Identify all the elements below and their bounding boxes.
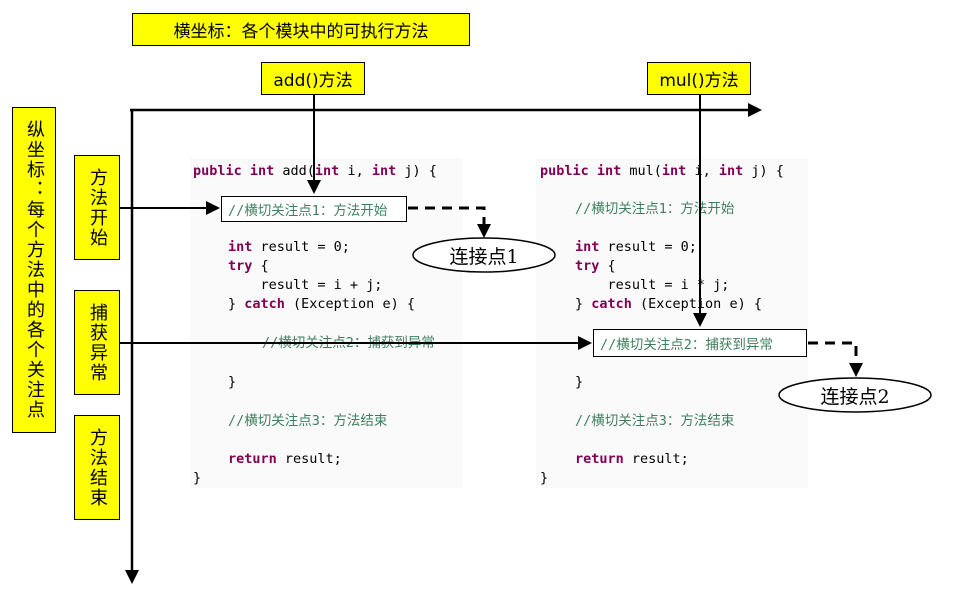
joinpoint1-arrowhead	[477, 224, 491, 238]
add-vertical-arrowhead	[307, 180, 321, 194]
joinpoint1-dashed-connector	[408, 206, 486, 226]
method-start-arrowhead	[206, 201, 220, 215]
joinpoint2-arrowhead	[849, 363, 863, 377]
x-axis-arrowhead	[748, 103, 762, 117]
y-axis-label: 纵坐标：每个方法中的各个关注点	[12, 107, 56, 433]
mul-int-line: int result = 0;	[575, 239, 697, 255]
mul-try-line: try {	[575, 258, 616, 274]
add-crosscut-1-box: //横切关注点1：方法开始	[221, 196, 407, 222]
add-assign-line: result = i + j;	[228, 277, 383, 293]
mul-vertical-arrowhead	[693, 313, 707, 327]
mul-return-line: return result;	[575, 451, 689, 467]
mul-crosscut-2-box: //横切关注点2：捕获到异常	[593, 329, 807, 357]
add-int-line: int result = 0;	[228, 239, 350, 255]
method-end-label: 方法结束	[74, 415, 120, 520]
mul-method-label: mul()方法	[647, 62, 751, 95]
add-crosscut-3-comment: //横切关注点3：方法结束	[228, 413, 388, 429]
joinpoint1-label: 连接点1	[449, 245, 519, 268]
add-return-line: return result;	[228, 451, 342, 467]
mul-code-panel	[536, 158, 808, 488]
joinpoint1-ellipse	[412, 237, 556, 273]
y-axis-arrowhead	[125, 570, 139, 584]
mul-crosscut-3-comment: //横切关注点3：方法结束	[575, 413, 735, 429]
add-method-label: add()方法	[261, 62, 365, 95]
joinpoint2-ellipse	[778, 377, 932, 413]
add-signature: public int add(int i, int j) {	[193, 163, 437, 179]
add-catch-line: } catch (Exception e) {	[228, 296, 415, 312]
add-close-brace: }	[228, 374, 237, 390]
add-try-line: try {	[228, 258, 269, 274]
catch-exception-arrowhead	[578, 336, 592, 350]
joinpoint2-label: 连接点2	[820, 385, 890, 408]
method-start-label: 方法开始	[74, 155, 120, 260]
mul-crosscut-1-comment: //横切关注点1：方法开始	[575, 201, 735, 217]
mul-end-brace: }	[540, 470, 549, 486]
add-end-brace: }	[193, 470, 202, 486]
mul-signature: public int mul(int i, int j) {	[540, 163, 784, 179]
mul-close-brace: }	[575, 374, 584, 390]
catch-exception-label: 捕获异常	[74, 290, 120, 395]
mul-assign-line: result = i * j;	[575, 277, 730, 293]
x-axis-label: 横坐标：各个模块中的可执行方法	[132, 13, 470, 46]
joinpoint2-dashed-connector	[808, 341, 858, 364]
